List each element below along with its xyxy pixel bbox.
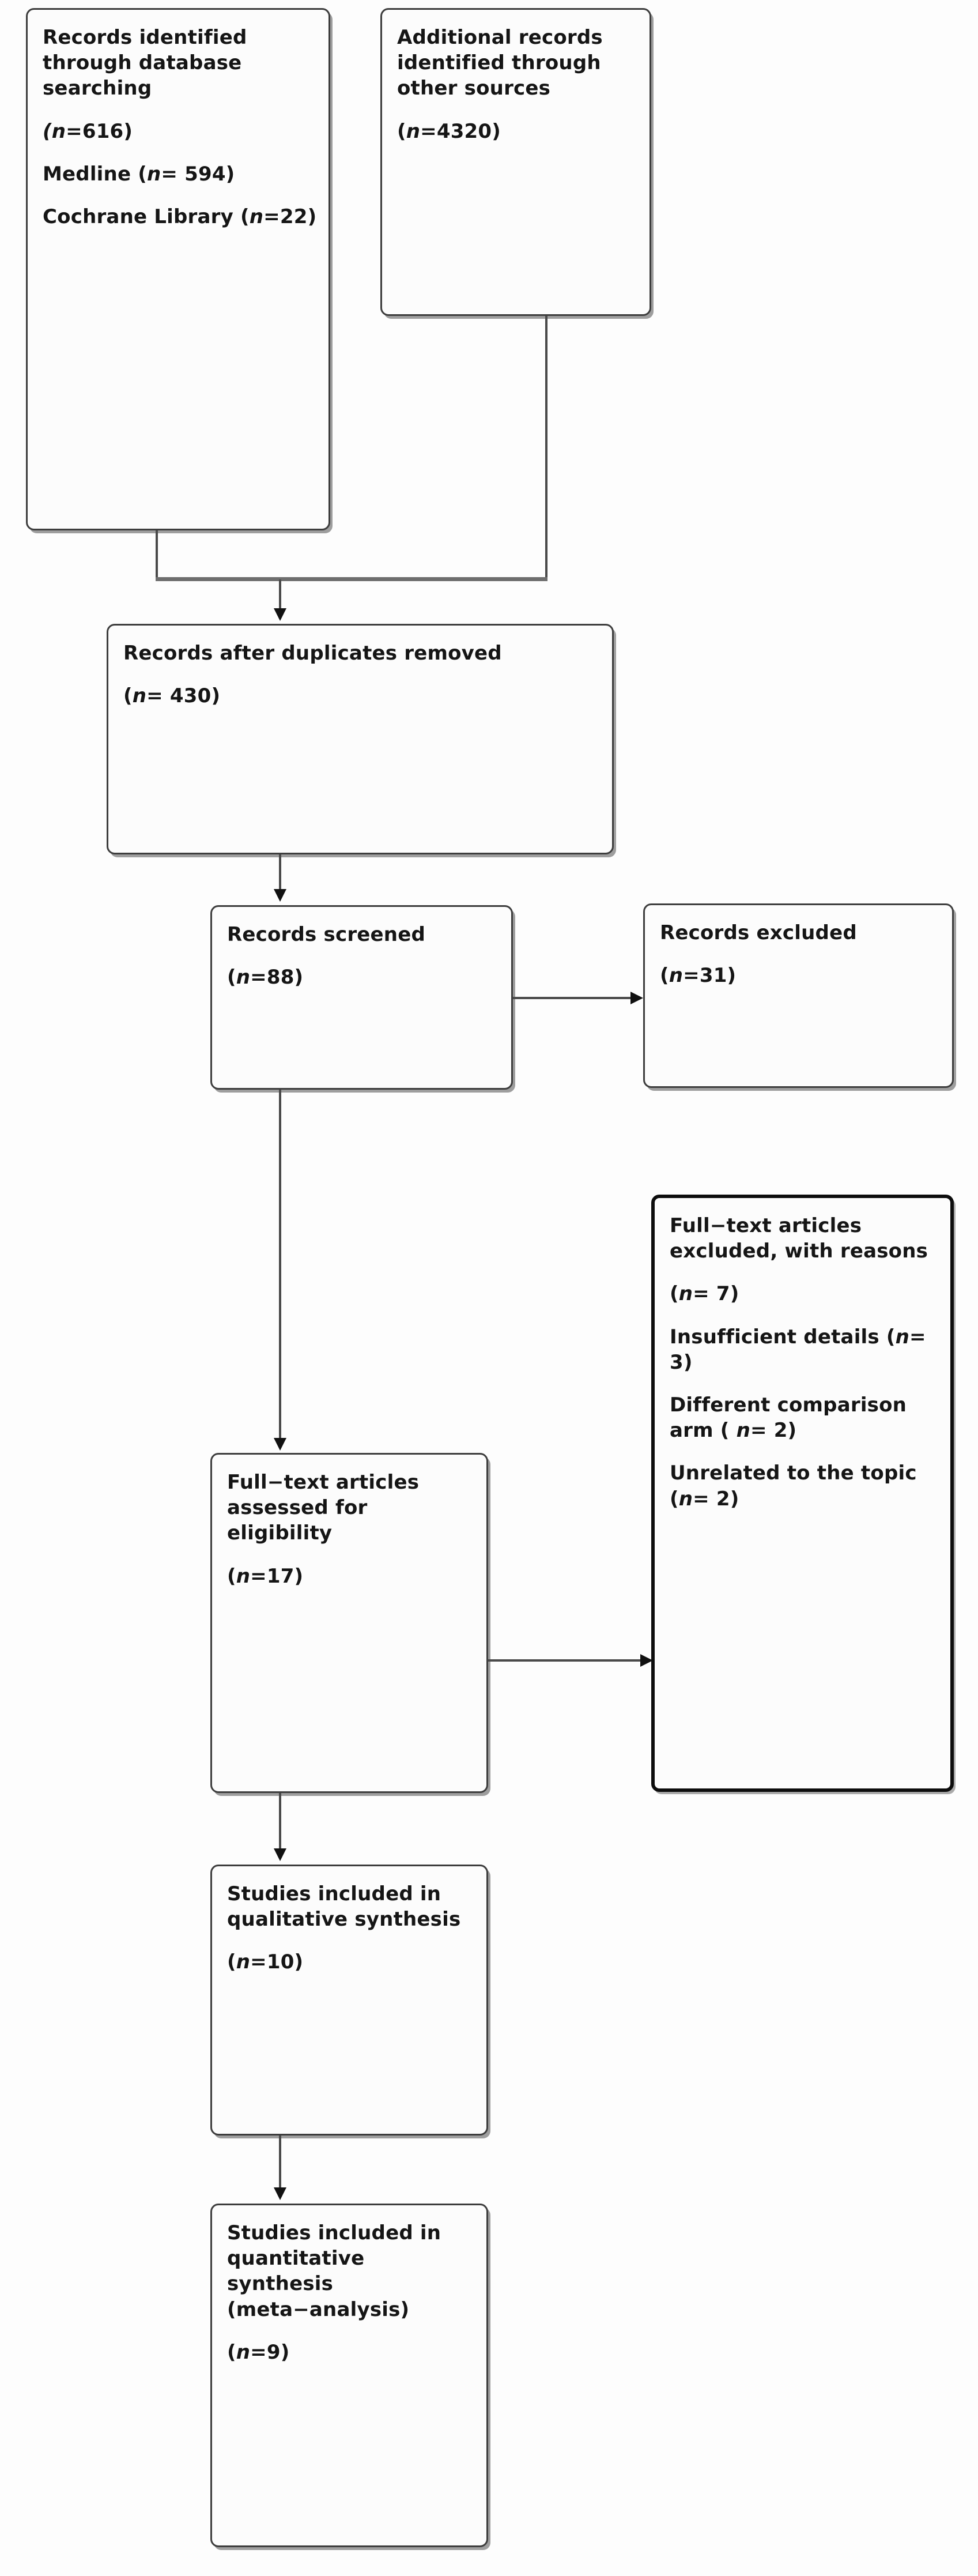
records-screened-label: Records screened	[227, 923, 426, 946]
full-text-excluded-reason-unrelated-topic: Unrelated to the topic (n= 2)	[670, 1462, 917, 1511]
records-identified-database-label: Records identified through database sear…	[43, 26, 247, 100]
studies-included-qualitative-label: Studies included in qualitative synthesi…	[227, 1882, 461, 1931]
node-full-text-articles-excluded: Full−text articles excluded, with reason…	[651, 1195, 954, 1792]
arrowhead-screened-to-fulltext	[274, 1438, 286, 1451]
connector-screened-to-excluded	[513, 997, 633, 999]
full-text-articles-excluded-label: Full−text articles excluded, with reason…	[670, 1214, 928, 1263]
node-records-screened: Records screened (n=88)	[210, 905, 513, 1090]
node-studies-included-quantitative: Studies included in quantitative synthes…	[210, 2204, 488, 2547]
records-excluded-label: Records excluded	[660, 921, 857, 944]
records-after-duplicates-removed-count: (n= 430)	[123, 684, 221, 708]
connector-identification-right-stub	[545, 316, 547, 580]
records-identified-database-medline: Medline (n= 594)	[43, 162, 235, 186]
arrowhead-merge-to-duplicates	[274, 608, 286, 621]
connector-duplicates-to-screened	[279, 854, 281, 890]
arrowhead-duplicates-to-screened	[274, 889, 286, 902]
node-records-after-duplicates-removed: Records after duplicates removed (n= 430…	[107, 624, 614, 854]
connector-identification-merge-bar	[156, 577, 547, 581]
connector-fulltext-to-qualitative	[279, 1793, 281, 1851]
records-identified-other-count: (n=4320)	[397, 119, 501, 143]
full-text-excluded-reason-different-comparison-arm: Different comparison arm ( n= 2)	[670, 1393, 907, 1443]
arrowhead-fulltext-to-qualitative	[274, 1848, 286, 1861]
full-text-articles-assessed-label: Full−text articles assessed for eligibil…	[227, 1471, 420, 1545]
records-identified-database-count: (n=616)	[43, 119, 133, 143]
studies-included-quantitative-count: (n=9)	[227, 2340, 290, 2364]
connector-merge-to-duplicates	[279, 579, 281, 609]
node-full-text-articles-assessed: Full−text articles assessed for eligibil…	[210, 1453, 488, 1793]
node-records-identified-other: Additional records identified through ot…	[380, 8, 651, 316]
records-identified-other-label: Additional records identified through ot…	[397, 26, 603, 100]
records-screened-count: (n=88)	[227, 966, 304, 989]
connector-screened-to-fulltext	[279, 1090, 281, 1439]
full-text-articles-assessed-count: (n=17)	[227, 1564, 304, 1588]
node-studies-included-qualitative: Studies included in qualitative synthesi…	[210, 1865, 488, 2136]
full-text-articles-excluded-count: (n= 7)	[670, 1282, 739, 1306]
arrowhead-fulltext-to-excluded-reasons	[640, 1654, 653, 1667]
node-records-excluded: Records excluded (n=31)	[643, 903, 954, 1088]
studies-included-quantitative-label: Studies included in quantitative synthes…	[227, 2221, 441, 2321]
studies-included-qualitative-count: (n=10)	[227, 1950, 304, 1974]
arrowhead-screened-to-excluded	[630, 992, 643, 1004]
node-records-identified-database: Records identified through database sear…	[26, 8, 330, 530]
arrowhead-qualitative-to-quantitative	[274, 2187, 286, 2200]
connector-fulltext-to-excluded-reasons	[488, 1659, 643, 1662]
records-identified-database-cochrane: Cochrane Library (n=22)	[43, 205, 317, 228]
connector-qualitative-to-quantitative	[279, 2136, 281, 2190]
connector-identification-left-stub	[156, 530, 158, 580]
full-text-excluded-reason-insufficient-details: Insufficient details (n= 3)	[670, 1325, 926, 1374]
records-after-duplicates-removed-label: Records after duplicates removed	[123, 642, 502, 665]
records-excluded-count: (n=31)	[660, 964, 737, 988]
